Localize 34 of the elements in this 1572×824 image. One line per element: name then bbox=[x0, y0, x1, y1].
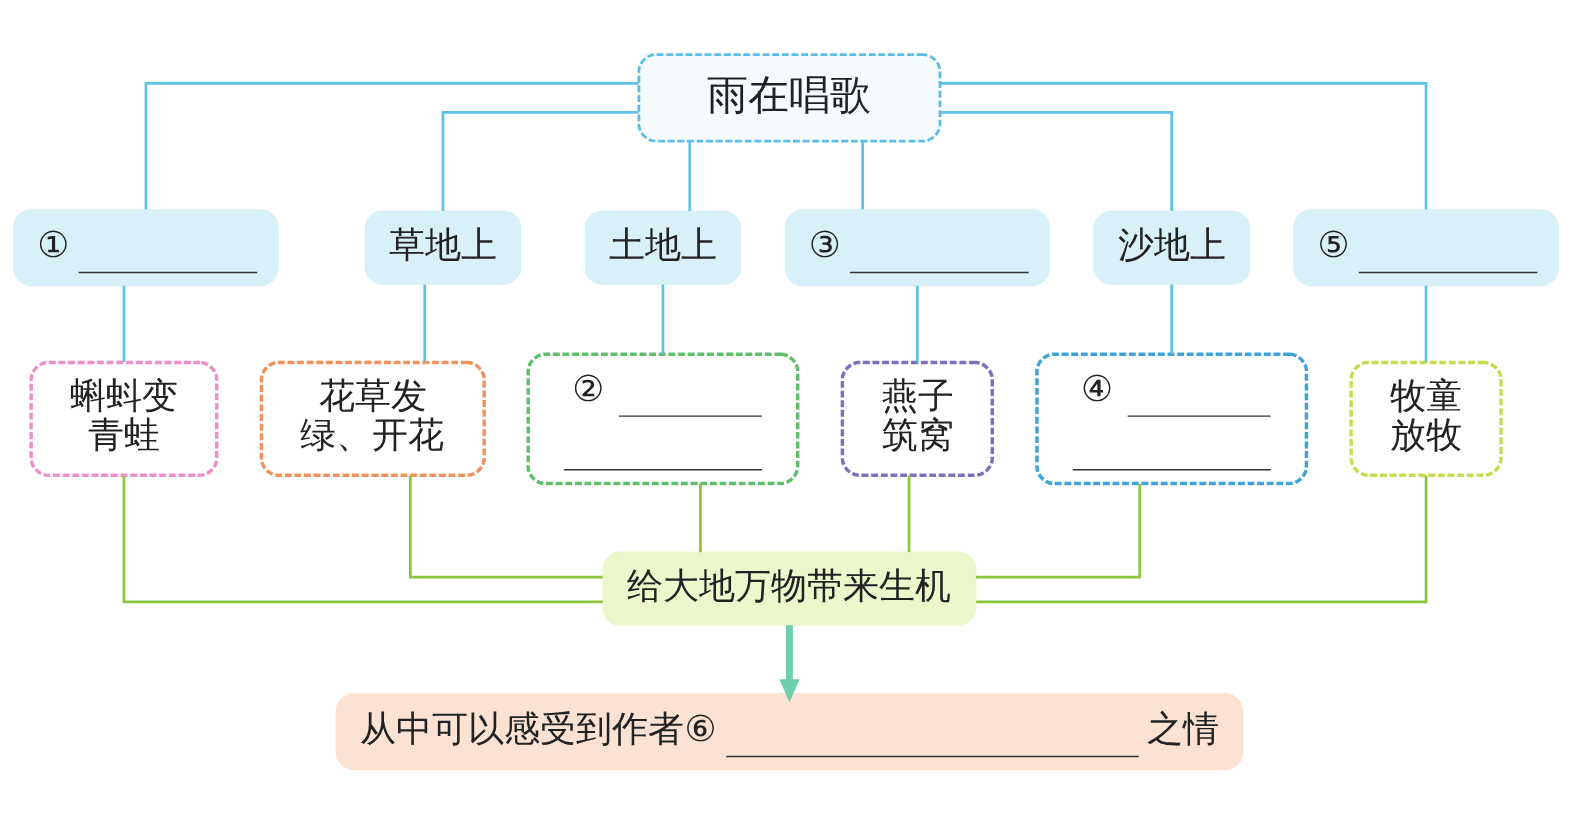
connector bbox=[699, 483, 702, 553]
connector bbox=[976, 475, 1428, 604]
node-box: 蝌蚪变青蛙 bbox=[29, 360, 219, 477]
node-box: 燕子筑窝 bbox=[840, 360, 994, 477]
connector bbox=[661, 284, 665, 354]
connector bbox=[423, 284, 427, 362]
node-box: 花草发绿、开花 bbox=[259, 360, 486, 477]
connector bbox=[1170, 284, 1174, 354]
connector bbox=[1424, 285, 1428, 363]
node-box: 牧童放牧 bbox=[1349, 360, 1503, 477]
connector bbox=[122, 475, 603, 604]
connector bbox=[861, 141, 865, 210]
node-box: 雨在唱歌 bbox=[637, 53, 942, 143]
connector bbox=[915, 285, 919, 363]
node-box: ① bbox=[13, 209, 279, 287]
connector bbox=[940, 82, 1428, 210]
node-box: ④ bbox=[1035, 352, 1309, 486]
connector bbox=[688, 141, 692, 212]
connector bbox=[907, 475, 911, 553]
node-box: 草地上 bbox=[364, 210, 522, 285]
connector bbox=[122, 285, 126, 363]
connector bbox=[975, 483, 1142, 579]
node-box: ⑤ bbox=[1293, 209, 1559, 287]
node-box: 从中可以感受到作者⑥ 之情 bbox=[335, 693, 1244, 771]
node-box: ② bbox=[526, 352, 800, 486]
arrow bbox=[779, 625, 800, 703]
connector bbox=[144, 82, 639, 210]
node-box: 给大地万物带来生机 bbox=[602, 551, 977, 626]
node-box: 土地上 bbox=[584, 210, 742, 285]
node-box: 沙地上 bbox=[1093, 210, 1251, 285]
connector bbox=[940, 110, 1174, 212]
connector bbox=[408, 475, 603, 579]
connector bbox=[441, 110, 639, 212]
node-box: ③ bbox=[784, 209, 1050, 287]
